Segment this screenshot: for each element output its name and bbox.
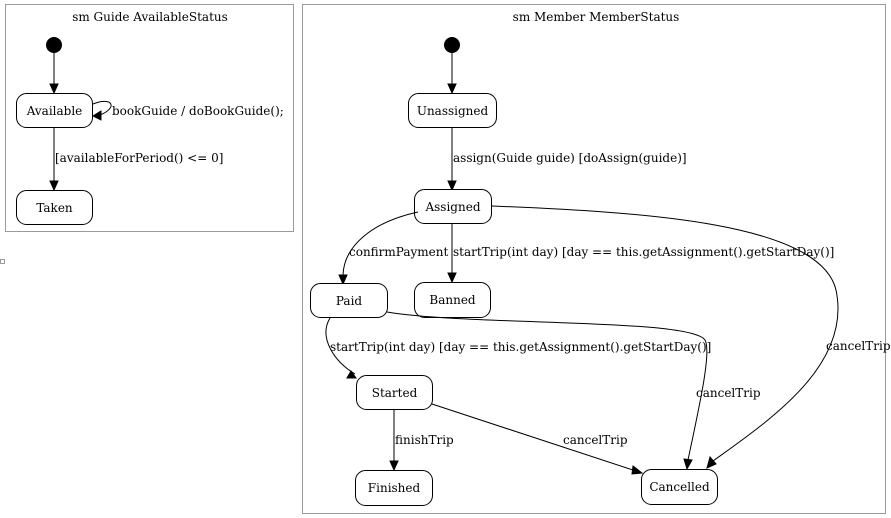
member-initial-arrowhead [447,83,457,95]
state-paid-box [310,283,388,318]
state-available-box [16,93,93,128]
transition-book-guide-edge [92,100,112,116]
transition-assign-arrowhead [447,180,457,192]
state-unassigned-label: Unassigned [417,104,489,118]
transition-cancel-trip-started-label: cancelTrip [563,433,628,447]
member-frame-title: sm Member MemberStatus [513,10,680,24]
guide-initial-arrowhead [49,83,59,95]
transition-assign-label: assign(Guide guide) [doAssign(guide)] [453,151,687,165]
state-finished: Finished [355,470,433,506]
guide-frame-title: sm Guide AvailableStatus [72,10,228,24]
state-unassigned-box [408,93,497,128]
transition-cancel-trip-paid-arrowhead [683,458,693,471]
transition-cancel-trip-assigned-arrowhead [706,455,717,469]
transition-available-taken-label: [availableForPeriod() <= 0] [55,151,223,165]
transition-start-trip-started-edge [325,317,356,375]
transition-start-trip-started-label: startTrip(int day) [day == this.getAssig… [330,340,711,354]
transition-cancel-trip-started-arrowhead [631,465,644,475]
transition-cancel-trip-assigned-edge [491,205,839,462]
state-banned: Banned [414,282,491,318]
guide-initial-node [46,37,62,53]
transition-book-guide-arrowhead [91,110,102,121]
state-assigned: Assigned [414,189,492,224]
transition-start-trip-started-arrowhead [346,370,357,379]
transition-available-taken-arrowhead [49,180,59,192]
member-frame [302,4,886,514]
state-started-label: Started [372,386,418,400]
state-finished-box [355,470,433,506]
state-paid: Paid [310,283,388,318]
member-initial-node [444,37,460,53]
state-unassigned: Unassigned [408,93,497,128]
transition-finish-trip-arrowhead [389,460,399,472]
state-banned-box [414,282,491,318]
state-taken: Taken [16,190,93,225]
transition-confirm-payment-label: confirmPayment [349,245,448,259]
transition-confirm-payment-arrowhead [338,274,348,286]
state-assigned-label: Assigned [424,200,480,214]
state-taken-box [16,190,93,225]
transition-start-trip-banned-label: startTrip(int day) [day == this.getAssig… [453,245,834,259]
transition-confirm-payment-edge [342,211,419,276]
state-banned-label: Banned [429,293,476,307]
state-cancelled-label: Cancelled [649,480,710,494]
transition-book-guide-label: bookGuide / doBookGuide(); [112,104,284,118]
state-started: Started [356,375,433,410]
state-cancelled: Cancelled [641,469,718,505]
stray-marker [0,259,5,264]
transition-cancel-trip-started-edge [431,403,637,472]
transition-start-trip-banned-arrowhead [447,272,457,284]
state-cancelled-box [641,469,718,505]
state-assigned-box [414,189,492,224]
state-taken-label: Taken [36,201,73,215]
state-available-label: Available [26,104,83,118]
transition-cancel-trip-paid-label: cancelTrip [696,386,761,400]
state-started-box [356,375,433,410]
state-paid-label: Paid [336,294,363,308]
transition-cancel-trip-paid-edge [386,311,708,461]
transition-cancel-trip-assigned-label: cancelTrip [826,339,891,353]
state-finished-label: Finished [368,481,421,495]
state-available: Available [16,93,93,128]
transition-finish-trip-label: finishTrip [395,433,454,447]
